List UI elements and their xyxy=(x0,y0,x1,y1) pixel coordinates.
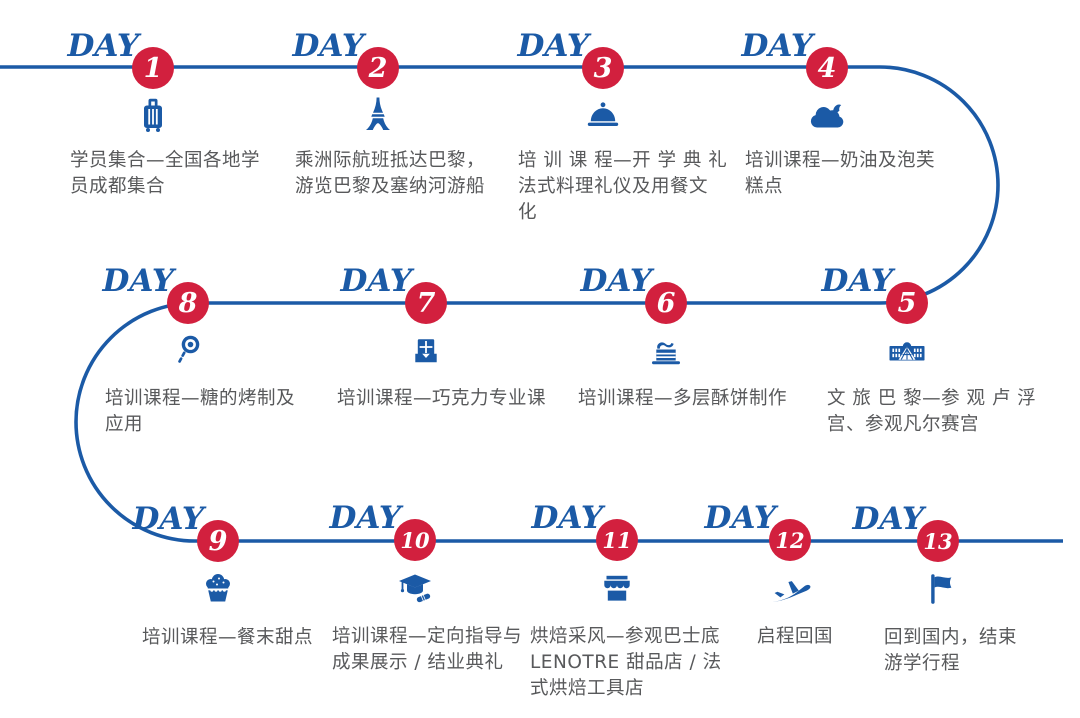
day-label: DAY xyxy=(102,263,174,299)
day-description: 启程回国 xyxy=(757,626,834,647)
day-number: 6 xyxy=(656,287,676,319)
shop-icon xyxy=(595,566,639,610)
day-number: 11 xyxy=(602,527,632,553)
day-description: 培训课程—奶油及泡芙 糕点 xyxy=(745,150,936,197)
day-number: 10 xyxy=(400,527,430,553)
day-number: 1 xyxy=(143,52,163,84)
louvre-icon xyxy=(885,329,929,373)
day-number-badge: 13 xyxy=(917,520,959,562)
day-number: 5 xyxy=(897,287,917,319)
day-description: 培训课程—巧克力专业课 xyxy=(337,388,547,409)
day-number-badge: 5 xyxy=(886,282,928,324)
day-number: 8 xyxy=(178,287,198,319)
day-label: DAY xyxy=(852,501,924,537)
day-number: 7 xyxy=(416,287,436,319)
day-description: 学员集合—全国各地学 员成都集合 xyxy=(70,150,261,197)
day-number-badge: 4 xyxy=(806,47,848,89)
chocolate-icon xyxy=(404,329,448,373)
day-label: DAY xyxy=(329,500,401,536)
airplane-icon xyxy=(768,566,812,610)
day-number-badge: 11 xyxy=(596,519,638,561)
day-label: DAY xyxy=(517,28,589,64)
day-label: DAY xyxy=(741,28,813,64)
day-number: 2 xyxy=(368,52,388,84)
day-label: DAY xyxy=(340,263,412,299)
day-number-badge: 1 xyxy=(132,47,174,89)
eiffel-tower-icon xyxy=(356,94,400,138)
day-description: 回到国内，结束 游学行程 xyxy=(884,627,1018,674)
day-number-badge: 3 xyxy=(582,47,624,89)
day-label: DAY xyxy=(132,501,204,537)
day-number-badge: 6 xyxy=(645,282,687,324)
day-number-badge: 8 xyxy=(167,282,209,324)
day-label: DAY xyxy=(531,500,603,536)
day-number: 12 xyxy=(775,527,805,553)
graduation-cap-icon xyxy=(393,566,437,610)
day-label: DAY xyxy=(704,500,776,536)
day-number-badge: 7 xyxy=(405,282,447,324)
day-label: DAY xyxy=(292,28,364,64)
day-label: DAY xyxy=(67,28,139,64)
day-description: 培 训 课 程—开 学 典 礼 法式料理礼仪及用餐文 化 xyxy=(518,150,728,223)
day-description: 乘洲际航班抵达巴黎， 游览巴黎及塞纳河游船 xyxy=(295,150,486,197)
day-label: DAY xyxy=(821,263,893,299)
day-number-badge: 2 xyxy=(357,47,399,89)
flag-icon xyxy=(916,567,960,611)
day-number-badge: 10 xyxy=(394,519,436,561)
day-description: 文 旅 巴 黎—参 观 卢 浮 宫、参观凡尔赛宫 xyxy=(827,388,1037,435)
day-number: 13 xyxy=(923,528,953,554)
whipped-cream-icon xyxy=(805,94,849,138)
day-number-badge: 12 xyxy=(769,519,811,561)
day-description: 培训课程—糖的烤制及 应用 xyxy=(105,388,296,435)
cloche-icon xyxy=(581,94,625,138)
lollipop-icon xyxy=(166,329,210,373)
day-description: 培训课程—餐末甜点 xyxy=(142,627,314,648)
layer-cake-icon xyxy=(644,329,688,373)
day-label: DAY xyxy=(580,263,652,299)
luggage-icon xyxy=(131,94,175,138)
day-number: 9 xyxy=(208,525,228,557)
day-description: 培训课程—定向指导与 成果展示 / 结业典礼 xyxy=(332,626,523,673)
cupcake-icon xyxy=(196,567,240,611)
day-number-badge: 9 xyxy=(197,520,239,562)
day-number: 3 xyxy=(593,52,613,84)
day-description: 培训课程—多层酥饼制作 xyxy=(578,388,788,409)
day-number: 4 xyxy=(817,52,837,84)
day-description: 烘焙采风—参观巴士底 LENOTRE 甜品店 / 法 式烘焙工具店 xyxy=(530,626,722,699)
